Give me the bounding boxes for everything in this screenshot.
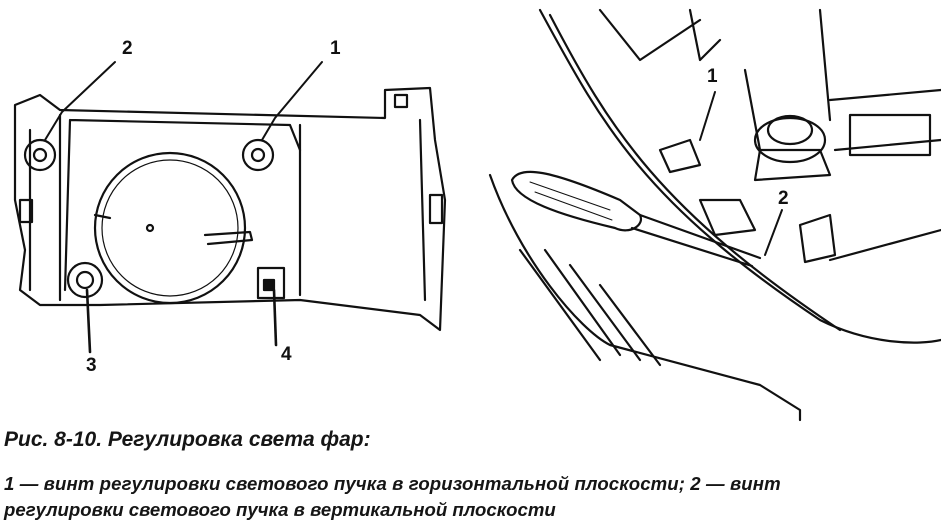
callout-label-4: 4 (281, 344, 292, 365)
callout-label-2-right: 2 (778, 188, 789, 209)
figure-caption-title: Рис. 8-10. Регулировка света фар: (4, 428, 371, 451)
figure-caption-line-1: 1 — винт регулировки светового пучка в г… (4, 473, 781, 494)
headlight-illustration (13, 8, 941, 422)
callout-label-1-right: 1 (707, 66, 718, 87)
callout-label-1-left: 1 (330, 38, 341, 59)
engine-bay-drawing (488, 8, 941, 422)
figure-caption-line-2: регулировки светового пучка в вертикальн… (4, 499, 556, 520)
callout-label-3: 3 (86, 355, 97, 376)
headlamp-unit-drawing (13, 61, 447, 354)
callout-label-2-left: 2 (122, 38, 133, 59)
